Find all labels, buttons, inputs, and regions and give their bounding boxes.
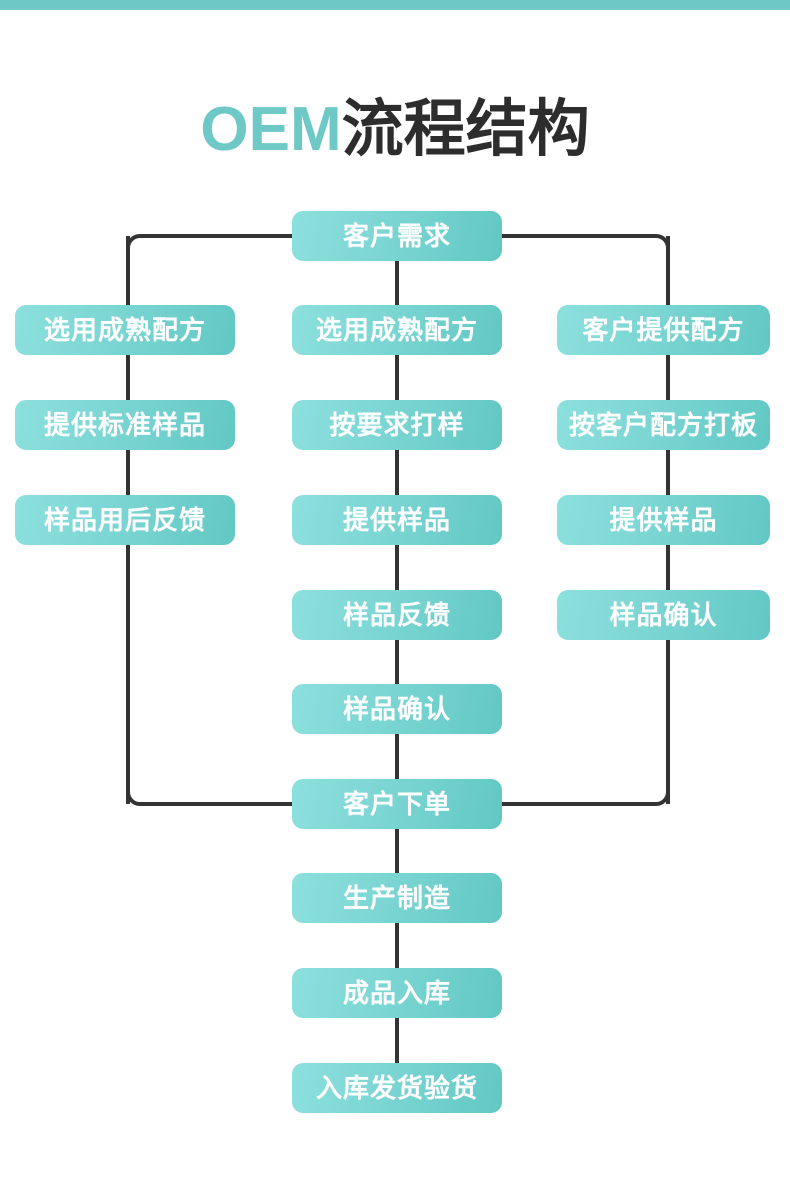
node-ship[interactable]: 入库发货验货 xyxy=(292,1063,502,1113)
node-mid-3[interactable]: 提供样品 xyxy=(292,495,502,545)
node-mid-2[interactable]: 按要求打样 xyxy=(292,400,502,450)
page-title-accent: OEM xyxy=(200,95,342,164)
node-left-2[interactable]: 提供标准样品 xyxy=(15,400,235,450)
node-stock[interactable]: 成品入库 xyxy=(292,968,502,1018)
page-title-rest: 流程结构 xyxy=(341,95,590,164)
node-left-3[interactable]: 样品用后反馈 xyxy=(15,495,235,545)
node-right-3[interactable]: 提供样品 xyxy=(557,495,770,545)
node-mid-1[interactable]: 选用成熟配方 xyxy=(292,305,502,355)
node-order[interactable]: 客户下单 xyxy=(292,779,502,829)
node-left-1[interactable]: 选用成熟配方 xyxy=(15,305,235,355)
node-right-2[interactable]: 按客户配方打板 xyxy=(557,400,770,450)
node-start[interactable]: 客户需求 xyxy=(292,211,502,261)
top-accent-strip xyxy=(0,0,790,10)
page-title: OEM流程结构 xyxy=(0,92,790,168)
node-mid-5[interactable]: 样品确认 xyxy=(292,684,502,734)
node-right-1[interactable]: 客户提供配方 xyxy=(557,305,770,355)
node-right-4[interactable]: 样品确认 xyxy=(557,590,770,640)
node-produce[interactable]: 生产制造 xyxy=(292,873,502,923)
node-mid-4[interactable]: 样品反馈 xyxy=(292,590,502,640)
